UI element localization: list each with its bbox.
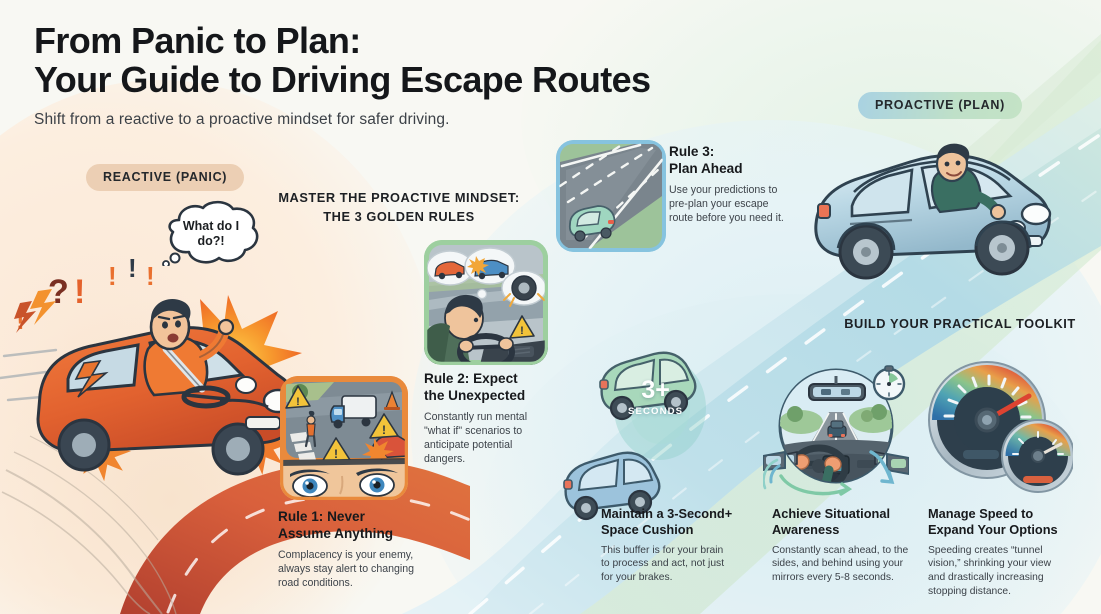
toolkit-2-text-block: Achieve Situational Awareness Constantly… (772, 506, 927, 585)
rule-3-illustration (556, 140, 666, 252)
space-cushion-unit: SECONDS (628, 406, 684, 417)
svg-text:!: ! (334, 447, 338, 461)
svg-text:!: ! (296, 396, 300, 408)
rule-1-title: Rule 1: Never Assume Anything (278, 509, 394, 542)
svg-text:!: ! (128, 253, 137, 283)
space-cushion-marker: 3+ SECONDS (628, 376, 684, 418)
space-cushion-value: 3+ (641, 376, 670, 404)
section-heading-toolkit: BUILD YOUR PRACTICAL TOOLKIT (844, 316, 1076, 331)
toolkit-2-illustration (763, 360, 909, 500)
toolkit-1-text-block: Maintain a 3-Second+ Space Cushion This … (601, 506, 749, 585)
svg-text:!: ! (382, 423, 386, 437)
svg-text:!: ! (108, 261, 117, 291)
svg-text:!: ! (520, 325, 524, 337)
rule-2-title: Rule 2: Expect the Unexpected (424, 371, 526, 404)
rule-1-text-block: Rule 1: Never Assume Anything Complacenc… (278, 508, 428, 590)
badge-reactive-panic: REACTIVE (PANIC) (86, 164, 245, 191)
panic-thought-bubble-text: What do I do?! (182, 219, 240, 249)
toolkit-3-body: Speeding creates “tunnel vision,” shrink… (928, 544, 1052, 597)
toolkit-1-title: Maintain a 3-Second+ Space Cushion (601, 506, 733, 538)
page-subtitle: Shift from a reactive to a proactive min… (34, 110, 450, 128)
rule-2-body: Constantly run mental "what if" scenario… (424, 410, 528, 465)
toolkit-1-illustration (560, 340, 700, 530)
proactive-suv-illustration (800, 120, 1060, 280)
page-title-line-1: From Panic to Plan: (34, 20, 361, 61)
rule-3-body: Use your predictions to pre-plan your es… (669, 183, 784, 224)
toolkit-2-title: Achieve Situational Awareness (772, 506, 891, 538)
rule-2-text-block: Rule 2: Expect the Unexpected Constantly… (424, 370, 564, 466)
svg-text:!: ! (74, 273, 85, 311)
toolkit-3-text-block: Manage Speed to Expand Your Options Spee… (928, 506, 1088, 599)
page-title-line-2: Your Guide to Driving Escape Routes (34, 58, 651, 100)
rule-3-title: Rule 3: Plan Ahead (669, 144, 743, 177)
page-header: From Panic to Plan: Your Guide to Drivin… (34, 20, 651, 129)
toolkit-1-body: This buffer is for your brain to process… (601, 544, 725, 584)
section-heading-mindset: MASTER THE PROACTIVE MINDSET: THE 3 GOLD… (278, 190, 520, 225)
toolkit-3-title: Manage Speed to Expand Your Options (928, 506, 1058, 538)
badge-proactive-plan: PROACTIVE (PLAN) (858, 92, 1022, 119)
rule-1-body: Complacency is your enemy, always stay a… (278, 548, 415, 589)
toolkit-3-illustration (925, 358, 1073, 502)
rule-3-text-block: Rule 3: Plan Ahead Use your predictions … (669, 143, 817, 225)
rule-2-illustration: ! (424, 240, 548, 365)
rule-1-illustration: ! ! ! (280, 376, 408, 500)
svg-text:!: ! (146, 261, 155, 291)
toolkit-2-body: Constantly scan ahead, to the sides, and… (772, 544, 909, 584)
